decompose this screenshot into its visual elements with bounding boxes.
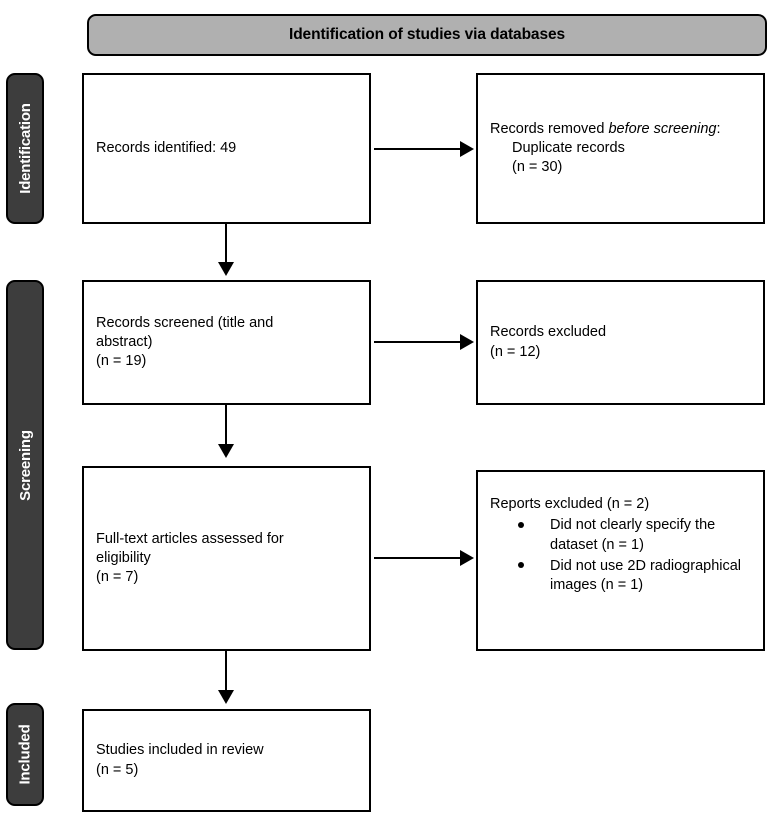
box-fulltext-assessed: Full-text articles assessed for eligibil…	[82, 466, 371, 651]
connector-fulltext-to-reports-excluded	[374, 557, 462, 559]
connector-fulltext-to-included	[225, 651, 227, 695]
arrowhead-screened-to-excluded	[460, 334, 474, 350]
fulltext-assessed-count: (n = 7)	[96, 569, 139, 586]
studies-included-count: (n = 5)	[96, 761, 139, 778]
records-removed-italic: before screening	[608, 120, 717, 137]
stage-bar-identification: Identification	[6, 73, 44, 224]
box-reports-excluded: Reports excluded (n = 2) Did not clearly…	[476, 470, 765, 651]
reports-excluded-reason-list: Did not clearly specify the dataset (n =…	[490, 514, 751, 595]
records-excluded-count: (n = 12)	[490, 343, 541, 360]
arrowhead-identified-to-screened	[218, 262, 234, 276]
records-identified-text: Records identified: 49	[96, 139, 237, 156]
box-records-removed-before-screening: Records removed before screening: Duplic…	[476, 73, 765, 224]
stage-bar-screening: Screening	[6, 280, 44, 650]
stage-bar-included: Included	[6, 703, 44, 806]
fulltext-assessed-line-1: Full-text articles assessed for	[96, 530, 284, 547]
arrowhead-screened-to-fulltext	[218, 444, 234, 458]
list-item: Did not use 2D radiographical images (n …	[490, 557, 751, 596]
list-item: Did not clearly specify the dataset (n =…	[490, 516, 751, 555]
records-removed-prefix: Records removed	[490, 120, 609, 137]
records-screened-line-1: Records screened (title and	[96, 314, 274, 331]
phase-banner-identification-databases: Identification of studies via databases	[87, 14, 767, 56]
connector-identified-to-removed	[374, 148, 462, 150]
records-removed-lead: Records removed before screening:	[490, 120, 751, 139]
connector-screened-to-excluded	[374, 341, 462, 343]
records-screened-count: (n = 19)	[96, 353, 147, 370]
reports-excluded-reason-1: Did not clearly specify the dataset (n =…	[550, 517, 716, 553]
box-records-screened: Records screened (title and abstract) (n…	[82, 280, 371, 405]
box-studies-included: Studies included in review (n = 5)	[82, 709, 371, 812]
fulltext-assessed-line-2: eligibility	[96, 549, 151, 566]
records-screened-line-2: abstract)	[96, 333, 153, 350]
records-removed-suffix: :	[716, 120, 721, 137]
bullet-icon	[518, 521, 524, 528]
reports-excluded-heading: Reports excluded (n = 2)	[490, 496, 650, 512]
box-records-identified: Records identified: 49	[82, 73, 371, 224]
records-removed-duplicate-label: Duplicate records	[512, 139, 625, 156]
box-records-excluded: Records excluded (n = 12)	[476, 280, 765, 405]
records-excluded-label: Records excluded	[490, 324, 607, 341]
reports-excluded-reason-2: Did not use 2D radiographical images (n …	[550, 557, 742, 594]
stage-bar-screening-label: Screening	[16, 429, 34, 501]
stage-bar-included-label: Included	[16, 724, 34, 785]
records-removed-duplicate-count: (n = 30)	[512, 159, 563, 176]
arrowhead-fulltext-to-included	[218, 690, 234, 704]
studies-included-label: Studies included in review	[96, 742, 264, 759]
phase-banner-label: Identification of studies via databases	[288, 26, 566, 43]
bullet-icon	[518, 562, 524, 569]
arrowhead-fulltext-to-reports-excluded	[460, 550, 474, 566]
stage-bar-identification-label: Identification	[16, 103, 34, 194]
connector-screened-to-fulltext	[225, 405, 227, 449]
arrowhead-identified-to-removed	[460, 141, 474, 157]
connector-identified-to-screened	[225, 224, 227, 268]
